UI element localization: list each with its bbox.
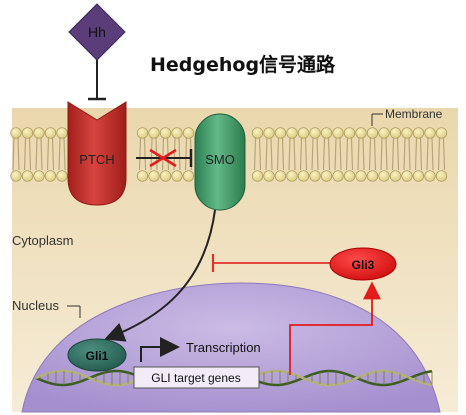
transcription-label: Transcription xyxy=(186,340,261,355)
ptch-label: PTCH xyxy=(79,152,114,167)
diagram-title: Hedgehog信号通路 xyxy=(150,53,336,76)
smo-to-gli1-arrow xyxy=(104,209,216,342)
blocked-cross-icon xyxy=(149,148,177,168)
ptch-receptor xyxy=(67,101,127,206)
target-genes-label: GLI target genes xyxy=(151,371,240,385)
smo-label: SMO xyxy=(205,152,235,167)
gli1-label: Gli1 xyxy=(86,349,109,363)
cytoplasm-label: Cytoplasm xyxy=(12,233,73,248)
hh-label: Hh xyxy=(88,24,106,40)
genes-to-gli3-arrow xyxy=(289,281,381,375)
smo-transducer xyxy=(194,113,246,211)
gli3-factor xyxy=(329,247,397,281)
gli3-label: Gli3 xyxy=(352,258,375,272)
nucleus-region xyxy=(21,282,441,413)
membrane-bilayer xyxy=(10,127,448,182)
membrane-label: Membrane xyxy=(385,107,443,121)
gli1-factor xyxy=(67,338,127,372)
target-genes-box xyxy=(133,366,260,389)
nucleus-label: Nucleus xyxy=(12,298,59,313)
transcription-arrow xyxy=(140,337,180,362)
